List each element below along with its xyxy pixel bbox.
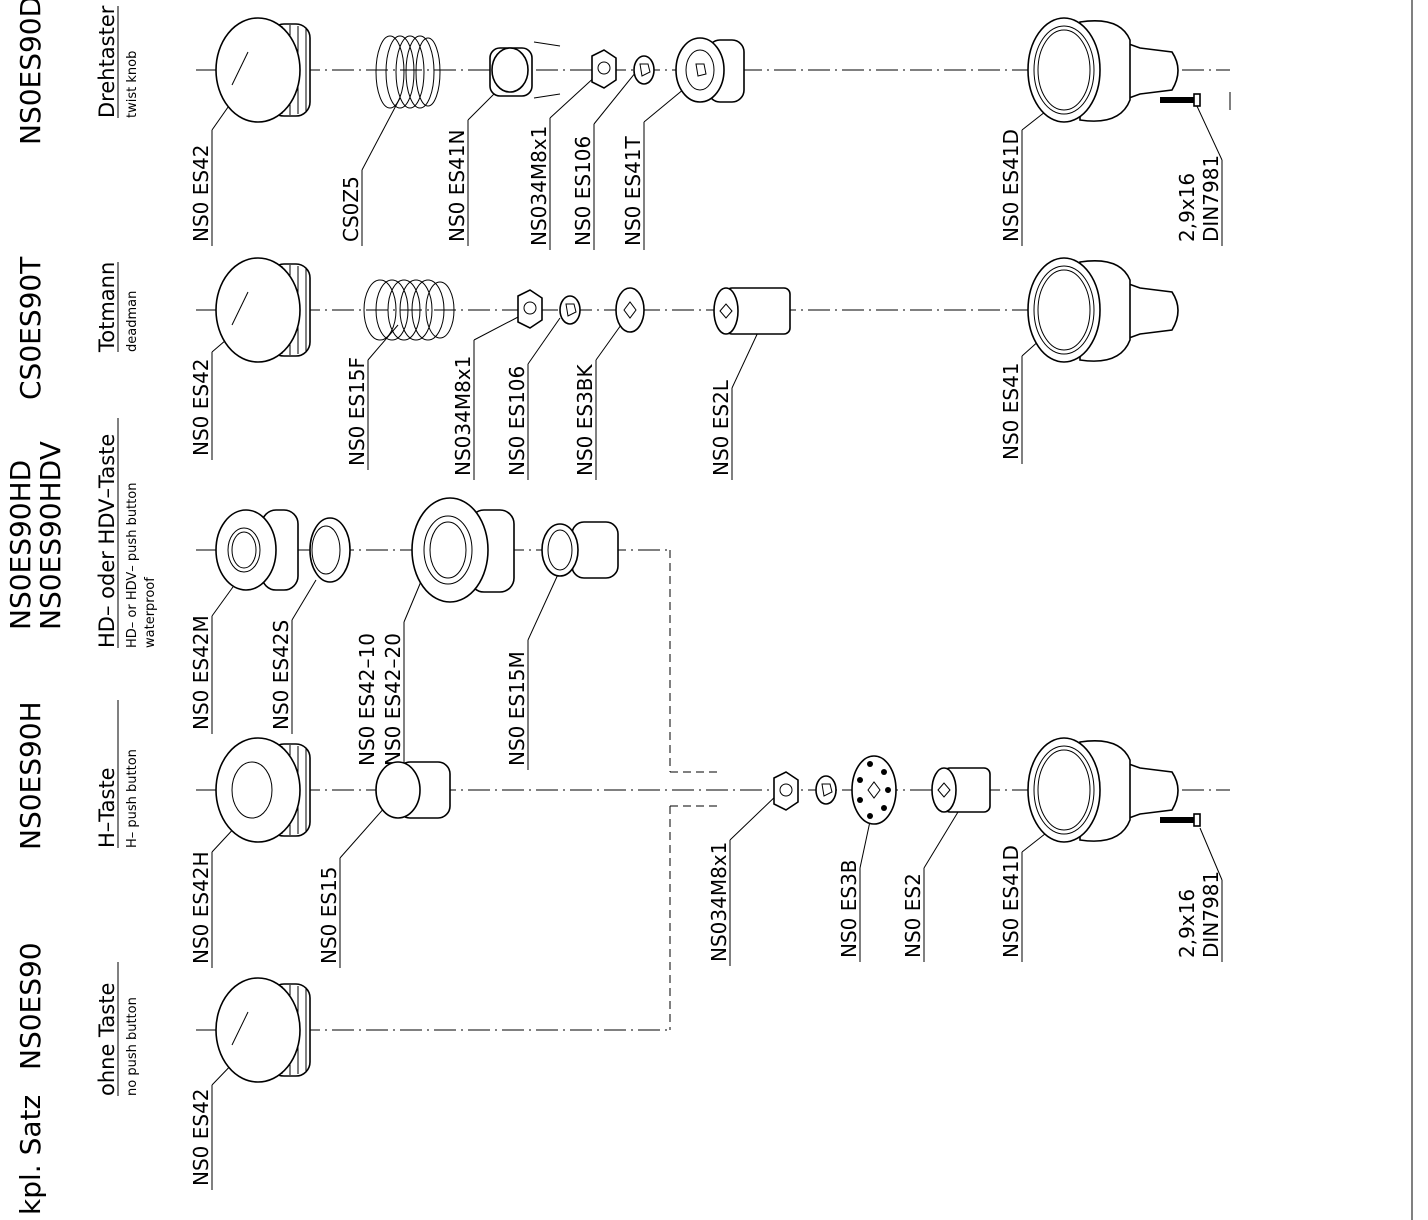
part-label: NS0 ES42H [189, 851, 213, 964]
part-label: NS034M8x1 [527, 126, 551, 246]
variant-subtitle-2: waterproof [143, 577, 158, 648]
column-code-ns0es90dr: NS0ES90DR [14, 0, 47, 145]
part-washer-es106-t [559, 295, 581, 325]
part-label: NS0 ES42–20 [381, 633, 405, 766]
part-label: 2,9x16 [1175, 889, 1199, 958]
part-es2l [713, 287, 791, 335]
part-spring-cs0z5 [375, 35, 441, 109]
part-es15m [541, 521, 619, 579]
part-label: NS0 ES42S [269, 620, 293, 730]
part-label: NS0 ES15F [345, 357, 369, 466]
part-label: NS034M8x1 [707, 842, 731, 962]
column-code-cs0es90t: CS0ES90T [14, 256, 47, 400]
part-es3bk [615, 287, 645, 333]
variant-subtitle: deadman [125, 291, 140, 352]
column-code-ns0es90: NS0ES90 [14, 942, 47, 1070]
variant-subtitle: twist knob [125, 51, 140, 118]
part-screw-dr [1160, 93, 1201, 107]
part-label: NS0 ES42 [189, 1088, 213, 1186]
part-es41n [489, 41, 561, 99]
part-es15 [375, 761, 451, 819]
variant-ohne-taste: ohne Taste no push button [95, 962, 140, 1096]
part-es41t [675, 37, 745, 103]
part-label: NS0 ES106 [571, 136, 595, 246]
part-spring-es15f [363, 279, 455, 341]
part-label: NS0 ES42M [189, 615, 213, 730]
part-label: NS034M8x1 [451, 356, 475, 476]
part-es42-knob-ohne [215, 977, 311, 1083]
variant-h-taste: H–Taste H– push button [95, 700, 140, 848]
part-es41d-housing-dr [1027, 17, 1179, 123]
variant-title: HD– oder HDV–Taste [95, 434, 119, 648]
part-es41d-housing-a [1027, 737, 1179, 843]
part-label: CS0Z5 [339, 176, 363, 242]
part-label: NS0 ES2 [901, 873, 925, 958]
part-label: NS0 ES106 [505, 366, 529, 476]
part-label: NS0 ES41D [999, 129, 1023, 242]
part-washer-a [815, 775, 837, 805]
part-label: NS0 ES3B [837, 859, 861, 958]
part-label: NS0 ES42 [189, 358, 213, 456]
part-label: NS0 ES42–10 [355, 633, 379, 766]
part-es42-knob-dr [215, 17, 311, 123]
part-label: NS0 ES3BK [573, 363, 597, 476]
part-label: DIN7981 [1199, 155, 1223, 242]
variant-title: H–Taste [95, 767, 119, 848]
part-label: NS0 ES41 [999, 362, 1023, 460]
part-label: 2,9x16 [1175, 173, 1199, 242]
part-nut-ns034-a [773, 771, 799, 811]
part-es42h [215, 737, 311, 843]
column-code-ns0es90hd: NS0ES90HD [4, 460, 37, 630]
part-label: NS0 ES15M [505, 651, 529, 766]
part-es42-10-20 [411, 497, 515, 603]
variant-title: ohne Taste [95, 983, 119, 1096]
label-underlines [211, 118, 1223, 1190]
part-label: NS0 ES15 [317, 866, 341, 964]
kit-prefix: kpl. Satz [14, 1095, 47, 1215]
variant-hd-hdv-taste: HD– oder HDV–Taste HD– or HDV– push butt… [95, 418, 158, 648]
part-label: DIN7981 [1199, 871, 1223, 958]
variant-subtitle: H– push button [125, 749, 140, 848]
part-washer-es106-dr [633, 55, 655, 85]
part-label: NS0 ES41D [999, 845, 1023, 958]
part-es42m [215, 509, 299, 591]
part-es3b-disc [851, 755, 897, 825]
part-label: NS0 ES41T [621, 135, 645, 246]
variant-subtitle: HD– or HDV– push button [125, 483, 140, 648]
part-es41-housing [1027, 257, 1179, 363]
variant-subtitle: no push button [125, 997, 140, 1096]
part-es42-knob-t [215, 257, 311, 363]
part-label: NS0 ES41N [445, 130, 469, 242]
part-label: NS0 ES42 [189, 144, 213, 242]
column-code-ns0es90hdv: NS0ES90HDV [34, 441, 67, 630]
part-screw-a [1160, 813, 1201, 827]
part-label: NS0 ES2L [709, 379, 733, 476]
variant-title: Totmann [95, 262, 119, 353]
variant-title: Drehtaster [95, 5, 119, 118]
variant-totmann: Totmann deadman [95, 262, 140, 353]
column-code-ns0es90h: NS0ES90H [14, 701, 47, 850]
part-es42s-ring [309, 517, 351, 583]
part-es2 [931, 767, 991, 813]
variant-drehtaster: Drehtaster twist knob [95, 5, 140, 118]
part-nut-ns034-dr [591, 49, 617, 89]
part-nut-ns034-t [517, 289, 543, 329]
